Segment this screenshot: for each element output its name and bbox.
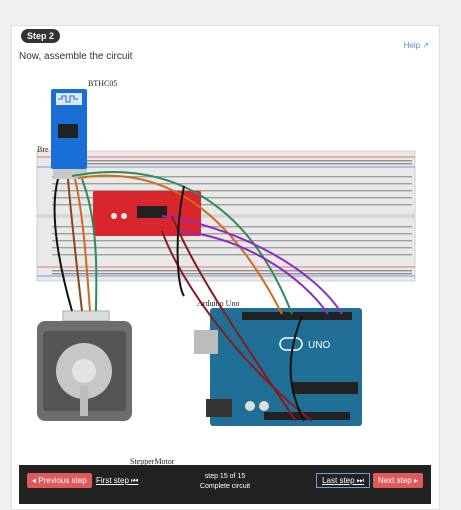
help-label: Help <box>403 41 421 50</box>
stepper-motor: StepperMotor <box>37 310 175 466</box>
wires <box>53 171 343 422</box>
first-step-label: First step <box>96 476 129 485</box>
instruction-text: Now, assemble the circuit <box>19 51 133 62</box>
skip-back-icon: ⏮ <box>128 476 139 485</box>
step-status: Complete circuit <box>199 483 251 490</box>
circuit-diagram: Bre BTHC05 UNO <box>36 79 416 466</box>
step-navigation: ◂ Previous step First step ⏮ step 15 of … <box>19 465 431 504</box>
previous-step-button[interactable]: ◂ Previous step <box>27 473 92 488</box>
arduino-board: UNO Arduino Uno <box>194 299 362 426</box>
bluetooth-label: BTHC05 <box>88 79 117 88</box>
bluetooth-module: BTHC05 <box>51 79 117 179</box>
step-info: step 15 of 15 Complete circuit <box>19 472 431 492</box>
arduino-logo: UNO <box>308 340 330 351</box>
chevron-left-icon: ◂ <box>32 476 39 485</box>
first-step-button[interactable]: First step ⏮ <box>91 473 143 488</box>
stepper-driver <box>93 191 201 236</box>
last-step-button[interactable]: Last step ⏭ <box>316 473 370 488</box>
motor-label: StepperMotor <box>130 457 175 466</box>
breadboard-label: Bre <box>37 145 49 154</box>
next-step-button[interactable]: Next step ▸ <box>372 473 423 488</box>
last-step-label: Last step <box>322 476 355 485</box>
external-link-icon: ↗ <box>422 41 429 50</box>
help-link[interactable]: Help ↗ <box>404 41 429 50</box>
previous-step-label: Previous step <box>38 476 87 485</box>
step-badge: Step 2 <box>21 29 61 43</box>
chevron-right-icon: ▸ <box>411 476 418 485</box>
step-counter: step 15 of 15 <box>204 473 246 480</box>
step-card: Step 2 Help ↗ Now, assemble the circuit <box>11 25 440 510</box>
skip-forward-icon: ⏭ <box>354 476 364 485</box>
next-step-label: Next step <box>377 476 412 485</box>
